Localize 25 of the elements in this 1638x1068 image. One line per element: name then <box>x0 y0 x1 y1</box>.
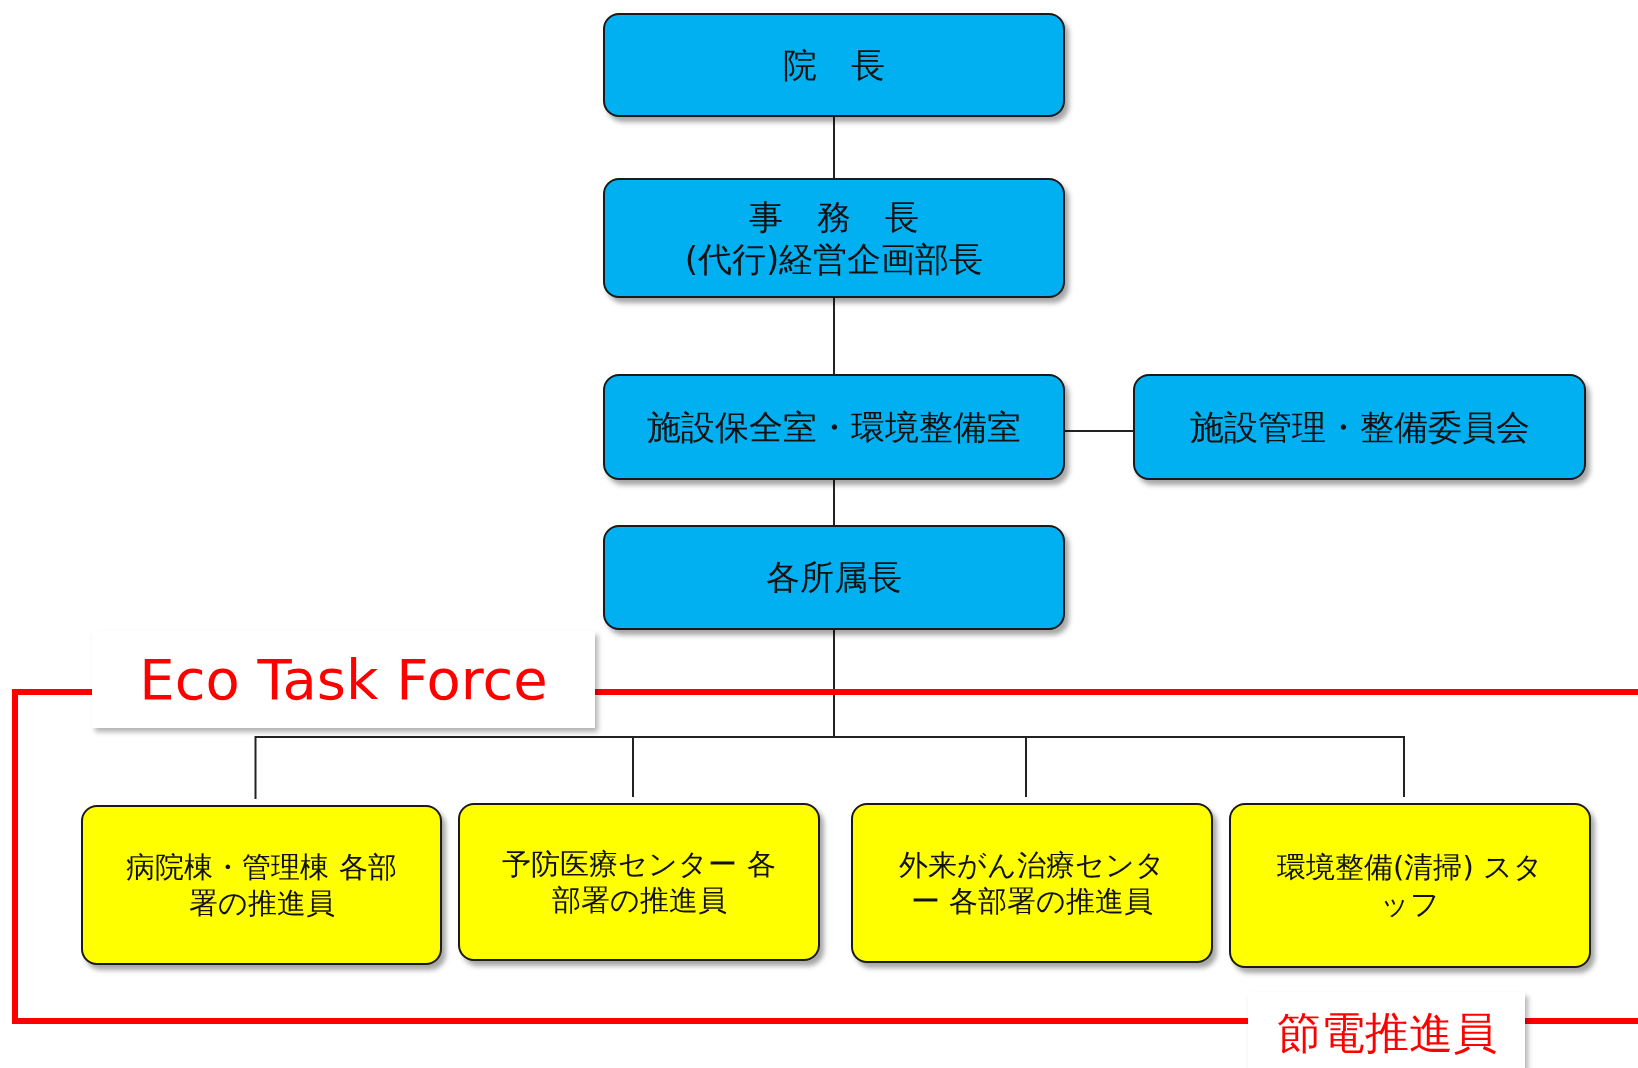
org-box <box>603 178 1065 298</box>
connector-line <box>833 116 835 179</box>
box-text: 外来がん治療センター 各部署の推進員 <box>898 846 1166 920</box>
frame-title: Eco Task Force <box>92 631 595 728</box>
org-box <box>1133 374 1586 480</box>
box-text: 施設管理・整備委員会 <box>1189 405 1530 449</box>
org-box <box>81 805 442 965</box>
connector-line <box>833 479 835 526</box>
box-text: 病院棟・管理棟 各部署の推進員 <box>125 848 398 922</box>
connector-line <box>1064 430 1134 432</box>
org-box <box>603 374 1065 480</box>
org-box <box>603 13 1065 117</box>
box-text: 事 務 長 <box>749 195 919 238</box>
org-box <box>603 525 1065 630</box>
org-box <box>851 803 1213 963</box>
box-text: 各所属長 <box>766 556 902 599</box>
box-text: 院 長 <box>783 43 885 87</box>
frame-title: 節電推進員 <box>1248 992 1525 1068</box>
box-text: 施設保全室・環境整備室 <box>647 405 1021 449</box>
org-box <box>458 803 820 961</box>
org-box <box>1229 803 1591 968</box>
box-text: 環境整備(清掃) スタッフ <box>1276 849 1544 922</box>
connector-line <box>833 297 835 375</box>
box-text: (代行)経営企画部長 <box>684 238 984 281</box>
box-text: 予防医療センター 各部署の推進員 <box>501 845 777 919</box>
